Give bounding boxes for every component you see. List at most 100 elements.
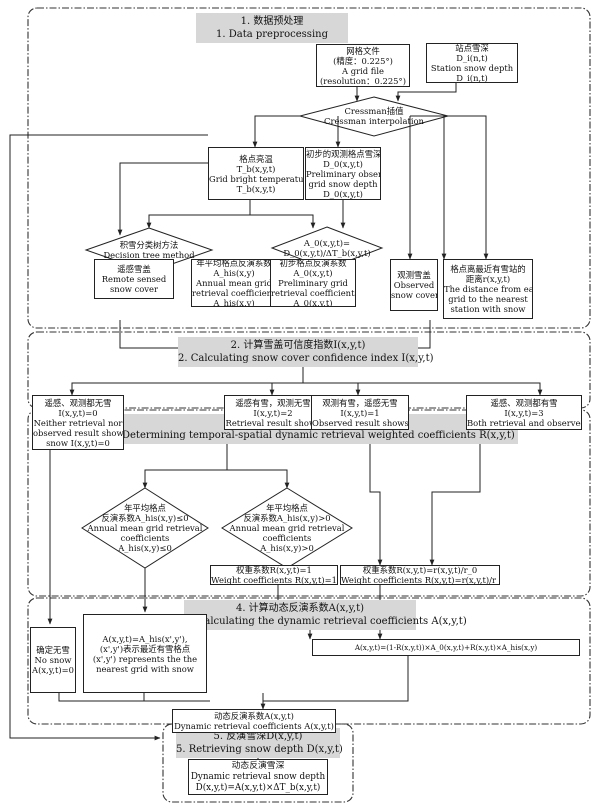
- grid-file-node: 网格文件 (精度：0.225°) A grid file (resolution…: [316, 44, 410, 87]
- obs-snow-zh: 观测雪盖: [397, 270, 431, 280]
- a0-formula-label: A_0(x,y,t)= D_0(x,y,t)/ΔT_b(x,y,t): [272, 236, 382, 260]
- nearest-grid-coefficient-node: A(x,y,t)=A_his(x',y'), (x',y')表示最近有雪格点 (…: [83, 614, 207, 693]
- dyn-coef-en: Dynamic retrieval coefficients A(x,y,t): [174, 721, 334, 731]
- a0-formula-line-2: D_0(x,y,t)/ΔT_b(x,y,t): [283, 248, 371, 258]
- section-5-title-en: 5. Retrieving snow depth D(x,y,t): [176, 744, 343, 755]
- dynamic-snow-depth-node: 动态反演雪深 Dynamic retrieval snow depth D(x,…: [188, 759, 328, 795]
- distance-en-2: grid to the nearest: [448, 294, 528, 304]
- grid-file-resolution-en: (resolution：0.225°): [320, 75, 406, 86]
- section-4-title-zh: 4. 计算动态反演系数A(x,y,t): [235, 603, 365, 614]
- le0-zh-2: 反演系数A_his(x,y)≤0: [101, 513, 189, 523]
- bright-temp-var-1: T_b(x,y,t): [236, 163, 276, 174]
- case-0-en-3: snow I(x,y,t)=0: [46, 437, 110, 448]
- section-3-title-en: 3. Determining temporal-spatial dynamic …: [109, 430, 515, 441]
- cressman-zh: Cressman插值: [344, 106, 404, 116]
- grid-file-zh: 网格文件: [346, 45, 380, 56]
- no-snow-zh: 确定无雪: [36, 645, 70, 655]
- preliminary-coefficients-node: 初步格点反演系数 A_0(x,y,t) Preliminary grid ret…: [270, 259, 356, 307]
- no-snow-en: No snow: [34, 655, 72, 665]
- section-1-title-en: 1. Data preprocessing: [216, 29, 328, 40]
- annual-coef-zh: 年平均格点反演系数: [196, 259, 272, 268]
- no-snow-node: 确定无雪 No snow A(x,y,t)=0: [30, 627, 76, 693]
- prelim-coef-zh: 初步格点反演系数: [279, 259, 347, 268]
- no-snow-var: A(x,y,t)=0: [32, 665, 74, 675]
- weight1-en: Weight coefficients R(x,y,t)=1: [211, 575, 337, 585]
- weight-ratio-node: 权重系数R(x,y,t)=r(x,y,t)/r_0 Weight coeffic…: [340, 565, 500, 585]
- annual-coef-en-1: Annual mean grid: [196, 278, 272, 288]
- obs-snow-en-2: snow cover: [391, 290, 438, 300]
- case-3-index-1: I(x,y,t)=3: [504, 407, 544, 418]
- dyn-depth-zh: 动态反演雪深: [231, 760, 285, 771]
- case-0-node: 遥感、观测都无雪 I(x,y,t)=0 Neither retrieval no…: [32, 395, 124, 450]
- gt0-en-1: Annual mean grid retrieval: [229, 523, 345, 533]
- le0-zh-1: 年平均格点: [124, 503, 166, 513]
- grid-file-resolution-zh: (精度：0.225°): [333, 55, 393, 66]
- case-1-zh: 观测有雪，遥感无雪: [322, 397, 398, 408]
- nearest-en-2: nearest grid with snow: [96, 663, 194, 674]
- prelim-depth-en-2: grid snow depth: [308, 178, 378, 189]
- station-depth-var-1: D_i(n,t): [456, 53, 488, 63]
- prelim-coef-var-1: A_0(x,y,t): [293, 268, 333, 278]
- annual-gt0-label: 年平均格点 反演系数A_his(x,y)>0 Annual mean grid …: [224, 503, 350, 553]
- annual-coef-var-2: A_his(x,y): [213, 298, 255, 307]
- section-4-title-en: 4. Calculating the dynamic retrieval coe…: [184, 616, 467, 627]
- le0-en-1: Annual mean grid retrieval: [87, 523, 203, 533]
- cressman-interpolation-diamond: [298, 96, 450, 137]
- case-3-en-1: Both retrieval and observed: [467, 417, 582, 428]
- remote-sensed-snow-cover-node: 遥感雪盖 Remote sensed snow cover: [94, 259, 174, 299]
- distance-en-1: The distance from each: [444, 284, 533, 294]
- prelim-depth-var-2: D_0(x,y,t): [323, 188, 363, 199]
- weight1-zh: 权重系数R(x,y,t)=1: [236, 565, 312, 575]
- bright-temp-zh: 格点亮温: [239, 153, 273, 164]
- bright-temp-var-2: T_b(x,y,t): [236, 183, 276, 194]
- section-4-banner: 4. 计算动态反演系数A(x,y,t) 4. Calculating the d…: [184, 600, 467, 630]
- case-1-index-1: I(x,y,t)=1: [340, 407, 380, 418]
- gt0-var: A_his(x,y)>0: [260, 543, 314, 553]
- prelim-coef-en-2: retrieval coefficients: [271, 288, 356, 298]
- weight-ratio-en: Weight coefficients R(x,y,t)=r(x,y,t)/r_…: [341, 575, 500, 585]
- prelim-depth-zh: 初步的观测格点雪深: [306, 148, 381, 159]
- prelim-depth-var-1: D_0(x,y,t): [323, 158, 363, 169]
- grid-bright-temperature-node: 格点亮温 T_b(x,y,t) Grid bright temperature …: [208, 147, 304, 200]
- distance-en-3: station with snow: [450, 304, 526, 314]
- station-depth-zh: 站点雪深: [455, 43, 489, 53]
- case-0-index-1: I(x,y,t)=0: [58, 407, 98, 418]
- preliminary-grid-depth-node: 初步的观测格点雪深 D_0(x,y,t) Preliminary observe…: [305, 147, 381, 200]
- section-2-banner: 2. 计算雪盖可信度指数I(x,y,t) 2. Calculating snow…: [178, 337, 434, 367]
- case-0-en-2: observed result shows: [33, 427, 124, 438]
- section-5-banner: 5. 反演雪深D(x,y,t) 5. Retrieving snow depth…: [176, 728, 343, 758]
- case-2-node: 遥感有雪，观测无雪 I(x,y,t)=2 Retrieval result sh…: [224, 395, 322, 430]
- nearest-station-distance-node: 格点离最近有雪站的 距离r(x,y,t) The distance from e…: [443, 259, 533, 319]
- nearest-zh: (x',y')表示最近有雪格点: [99, 643, 191, 654]
- case-3-zh: 遥感、观测都有雪: [490, 397, 558, 408]
- weight-ratio-zh: 权重系数R(x,y,t)=r(x,y,t)/r_0: [362, 565, 478, 575]
- prelim-depth-en-1: Preliminary observed: [306, 168, 380, 179]
- annual-mean-coefficients-node: 年平均格点反演系数 A_his(x,y) Annual mean grid re…: [191, 259, 277, 307]
- remote-snow-zh: 遥感雪盖: [117, 264, 151, 274]
- obs-snow-en-1: Observed: [393, 280, 435, 290]
- prelim-coef-var-2: A_0(x,y,t): [293, 298, 333, 307]
- combined-coefficient-node: A(x,y,t)=(1-R(x,y,t))×A_0(x,y,t)+R(x,y,t…: [312, 639, 580, 656]
- annual-le0-label: 年平均格点 反演系数A_his(x,y)≤0 Annual mean grid …: [84, 503, 206, 553]
- case-1-en-1: Observed result shows: [312, 417, 409, 428]
- section-1-banner: 1. 数据预处理 1. Data preprocessing: [196, 13, 348, 43]
- dyn-depth-en: Dynamic retrieval snow depth: [190, 771, 326, 782]
- dyn-depth-formula: D(x,y,t)=A(x,y,t)×ΔT_b(x,y,t): [195, 782, 321, 793]
- gt0-zh-2: 反演系数A_his(x,y)>0: [243, 513, 331, 523]
- decision-tree-label: 积雪分类树方法 Decision tree method: [86, 238, 212, 262]
- cressman-label: Cressman插值 Cressman interpolation: [300, 104, 448, 128]
- prelim-coef-en-1: Preliminary grid: [278, 278, 348, 288]
- section-1-title-zh: 1. 数据预处理: [240, 16, 304, 27]
- observed-snow-cover-node: 观测雪盖 Observed snow cover: [390, 259, 438, 311]
- combined-formula: A(x,y,t)=(1-R(x,y,t))×A_0(x,y,t)+R(x,y,t…: [354, 642, 538, 652]
- dynamic-coefficients-node: 动态反演系数A(x,y,t) Dynamic retrieval coeffic…: [172, 709, 336, 733]
- cressman-en: Cressman interpolation: [324, 116, 424, 126]
- section-2-title-en: 2. Calculating snow cover confidence ind…: [178, 353, 434, 364]
- case-0-en-1: Neither retrieval nor: [33, 417, 123, 428]
- remote-snow-en-1: Remote sensed: [101, 274, 167, 284]
- case-1-node: 观测有雪，遥感无雪 I(x,y,t)=1 Observed result sho…: [311, 395, 409, 430]
- nearest-en-1: (x',y') represents the the: [92, 653, 198, 664]
- decision-tree-en: Decision tree method: [103, 250, 195, 260]
